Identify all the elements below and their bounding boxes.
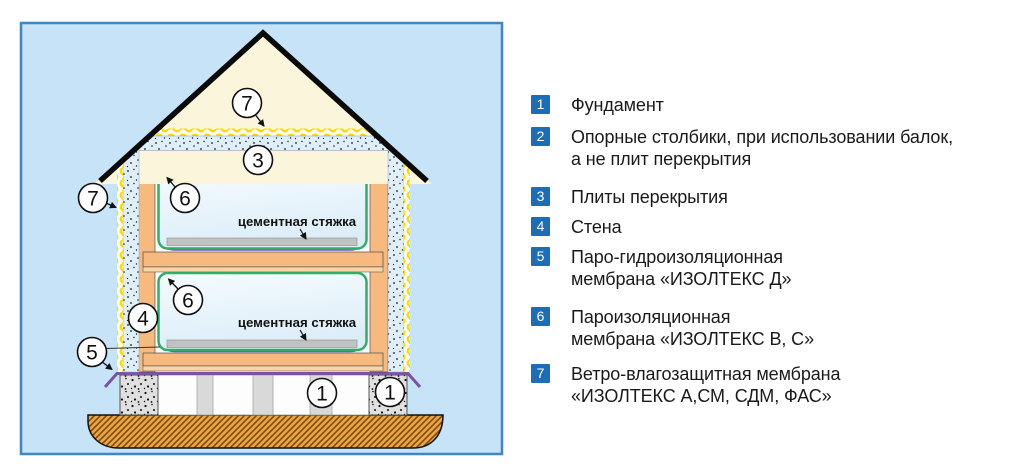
- foundation: [119, 374, 408, 416]
- legend-item-4: 4 Стена: [531, 216, 1009, 238]
- svg-text:1: 1: [316, 383, 328, 406]
- house-cross-section-diagram: цементная стяжка цементная стяжка: [19, 21, 504, 456]
- legend-item-text: Ветро-влагозащитная мембрана «ИЗОЛТЕКС А…: [571, 364, 841, 406]
- cement-screed-label: цементная стяжка: [238, 315, 357, 330]
- roof: [94, 31, 432, 184]
- callout-7-wall: 7: [77, 182, 117, 214]
- foundation-membrane-line: [103, 372, 422, 388]
- roof-wind-membrane-strip: [125, 128, 401, 136]
- svg-text:6: 6: [182, 290, 194, 313]
- ground-mound: [87, 414, 444, 449]
- support-pillar: [252, 374, 274, 416]
- legend: 1 Фундамент 2 Опорные столбики, при испо…: [531, 94, 1009, 407]
- concrete-corner-block: [119, 374, 159, 416]
- svg-text:3: 3: [252, 150, 264, 173]
- svg-text:7: 7: [241, 93, 253, 116]
- wall-insulation-left: [122, 144, 140, 373]
- support-pillar: [196, 374, 214, 416]
- legend-item-text: Фундамент: [571, 95, 664, 115]
- legend-item-text: Стена: [571, 217, 622, 237]
- cement-screed-strip: [166, 339, 358, 348]
- callout-4-wall: 4: [127, 302, 159, 334]
- cement-screed-strip: [166, 237, 358, 246]
- legend-number-badge: 4: [531, 217, 550, 236]
- legend-number-badge: 3: [531, 187, 550, 206]
- legend-item-text: Паро-гидроизоляционная мембрана «ИЗОЛТЕК…: [571, 247, 792, 289]
- legend-number-badge: 5: [531, 247, 550, 266]
- svg-text:7: 7: [87, 188, 99, 211]
- svg-text:6: 6: [179, 188, 191, 211]
- cement-screed-label: цементная стяжка: [238, 214, 357, 229]
- legend-number-badge: 2: [531, 127, 550, 146]
- svg-text:5: 5: [86, 342, 98, 365]
- callout-7-roof: 7: [231, 87, 265, 127]
- callout-6-room2: 6: [167, 278, 204, 316]
- legend-item-3: 3 Плиты перекрытия: [531, 186, 1009, 208]
- svg-text:1: 1: [384, 382, 396, 405]
- room-upper: цементная стяжка: [157, 169, 368, 251]
- callout-6-room1: 6: [166, 176, 201, 214]
- legend-item-6: 6 Пароизоляционная мембрана «ИЗОЛТЕКС В,…: [531, 306, 1009, 350]
- legend-number-badge: 6: [531, 307, 550, 326]
- roof-rafter-lines: [98, 29, 429, 184]
- wall-wind-membrane-right: [404, 159, 410, 372]
- legend-item-7: 7 Ветро-влагозащитная мембрана «ИЗОЛТЕКС…: [531, 363, 1009, 407]
- legend-number-badge: 1: [531, 95, 550, 114]
- legend-item-1: 1 Фундамент: [531, 94, 1009, 116]
- callout-3-slab: 3: [242, 144, 274, 176]
- legend-item-text: Пароизоляционная мембрана «ИЗОЛТЕКС В, С…: [571, 307, 814, 349]
- svg-text:4: 4: [137, 308, 149, 331]
- wall-wind-membrane-left: [117, 159, 123, 372]
- legend-item-2: 2 Опорные столбики, при использовании ба…: [531, 126, 1009, 170]
- callout-1-foundation-corner: 1: [374, 376, 406, 408]
- legend-item-text: Опорные столбики, при использовании бало…: [571, 127, 954, 169]
- legend-item-text: Плиты перекрытия: [571, 187, 728, 207]
- vapor-membrane-room2: [157, 271, 368, 352]
- callout-1-foundation-mid: 1: [306, 377, 338, 409]
- callout-5-membrane: 5: [76, 336, 161, 371]
- room-lower: цементная стяжка: [157, 271, 368, 353]
- legend-number-badge: 7: [531, 364, 550, 383]
- legend-item-5: 5 Паро-гидроизоляционная мембрана «ИЗОЛТ…: [531, 246, 1009, 290]
- wall-insulation-right: [387, 144, 405, 373]
